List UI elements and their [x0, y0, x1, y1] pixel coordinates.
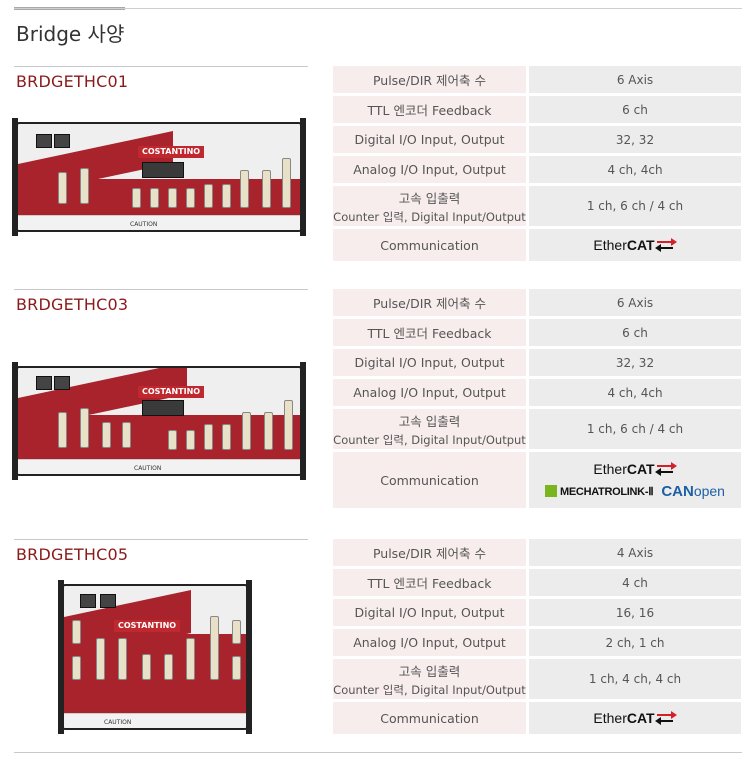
spec-row: TTL 엔코더 Feedback 4 ch [333, 569, 741, 596]
spec-label-main: 고속 입출력 [398, 663, 461, 679]
spec-label: Analog I/O Input, Output [333, 156, 526, 183]
spec-row: 고속 입출력 Counter 입력, Digital Input/Output … [333, 659, 741, 699]
device-brand-label: COSTANTINO [114, 620, 181, 632]
spec-table-brdgethc01: Pulse/DIR 제어축 수 6 Axis TTL 엔코더 Feedback … [333, 66, 741, 264]
spec-value: 6 ch [529, 319, 741, 346]
spec-value: 32, 32 [529, 349, 741, 376]
spec-row: Pulse/DIR 제어축 수 6 Axis [333, 289, 741, 316]
title-rule [14, 8, 742, 9]
spec-row: Digital I/O Input, Output 32, 32 [333, 349, 741, 376]
spec-table-brdgethc03: Pulse/DIR 제어축 수 6 Axis TTL 엔코더 Feedback … [333, 289, 741, 511]
mechatrolink-logo: MECHATROLINK-Ⅱ [545, 485, 654, 498]
spec-row: 고속 입출력 Counter 입력, Digital Input/Output … [333, 186, 741, 226]
spec-label: Analog I/O Input, Output [333, 379, 526, 406]
device-brand-label: COSTANTINO [138, 386, 205, 398]
spec-label: TTL 엔코더 Feedback [333, 569, 526, 596]
spec-row: Analog I/O Input, Output 4 ch, 4ch [333, 379, 741, 406]
spec-label: Digital I/O Input, Output [333, 599, 526, 626]
spec-value: 16, 16 [529, 599, 741, 626]
spec-label: Pulse/DIR 제어축 수 [333, 539, 526, 566]
spec-row: Analog I/O Input, Output 2 ch, 1 ch [333, 629, 741, 656]
spec-value: 32, 32 [529, 126, 741, 153]
spec-label: Pulse/DIR 제어축 수 [333, 66, 526, 93]
product-image-brdgethc03: COSTANTINO CAUTION [12, 362, 306, 480]
ethercat-arrows-icon [654, 238, 677, 252]
section-rule [14, 539, 308, 540]
device-caution-label: CAUTION [130, 221, 158, 228]
spec-value: 1 ch, 6 ch / 4 ch [529, 409, 741, 449]
page-title: Bridge 사양 [16, 22, 125, 46]
spec-row: TTL 엔코더 Feedback 6 ch [333, 319, 741, 346]
mechatrolink-icon [545, 485, 558, 497]
spec-value: 4 ch, 4ch [529, 156, 741, 183]
spec-value: 6 Axis [529, 66, 741, 93]
spec-value: 2 ch, 1 ch [529, 629, 741, 656]
spec-label: 고속 입출력 Counter 입력, Digital Input/Output [333, 409, 526, 449]
spec-row: TTL 엔코더 Feedback 6 ch [333, 96, 741, 123]
spec-label: Analog I/O Input, Output [333, 629, 526, 656]
spec-label-sub: Counter 입력, Digital Input/Output [333, 209, 526, 224]
spec-row: Pulse/DIR 제어축 수 4 Axis [333, 539, 741, 566]
spec-value: 4 ch [529, 569, 741, 596]
spec-label: TTL 엔코더 Feedback [333, 319, 526, 346]
spec-value: 6 Axis [529, 289, 741, 316]
bottom-rule [14, 752, 742, 753]
spec-row: Digital I/O Input, Output 32, 32 [333, 126, 741, 153]
spec-label: Communication [333, 452, 526, 508]
spec-label-main: 고속 입출력 [398, 190, 461, 206]
spec-label: TTL 엔코더 Feedback [333, 96, 526, 123]
spec-value: 1 ch, 6 ch / 4 ch [529, 186, 741, 226]
spec-label-sub: Counter 입력, Digital Input/Output [333, 432, 526, 447]
spec-value: 6 ch [529, 96, 741, 123]
device-caution-label: CAUTION [104, 719, 132, 726]
spec-label-main: 고속 입출력 [398, 413, 461, 429]
spec-label: 고속 입출력 Counter 입력, Digital Input/Output [333, 659, 526, 699]
spec-label: Communication [333, 229, 526, 261]
product-image-brdgethc01: COSTANTINO CAUTION [12, 118, 306, 236]
spec-row: 고속 입출력 Counter 입력, Digital Input/Output … [333, 409, 741, 449]
spec-label: Pulse/DIR 제어축 수 [333, 289, 526, 316]
ethercat-arrows-icon [654, 461, 677, 476]
spec-value: 4 Axis [529, 539, 741, 566]
spec-label: Digital I/O Input, Output [333, 349, 526, 376]
spec-row: Analog I/O Input, Output 4 ch, 4ch [333, 156, 741, 183]
section-rule [14, 66, 308, 67]
canopen-logo: CANopen [661, 482, 725, 500]
model-title: BRDGETHC01 [16, 72, 129, 91]
product-image-brdgethc05: COSTANTINO CAUTION [58, 580, 252, 734]
spec-value: 4 ch, 4ch [529, 379, 741, 406]
spec-value: 1 ch, 4 ch, 4 ch [529, 659, 741, 699]
spec-row: Pulse/DIR 제어축 수 6 Axis [333, 66, 741, 93]
spec-label: 고속 입출력 Counter 입력, Digital Input/Output [333, 186, 526, 226]
section-rule [14, 289, 308, 290]
device-brand-label: COSTANTINO [138, 146, 205, 158]
model-title: BRDGETHC03 [16, 295, 129, 314]
model-title: BRDGETHC05 [16, 545, 129, 564]
spec-row: Digital I/O Input, Output 16, 16 [333, 599, 741, 626]
ethercat-arrows-icon [654, 711, 677, 725]
spec-label: Communication [333, 702, 526, 734]
device-caution-label: CAUTION [134, 465, 162, 472]
spec-label-sub: Counter 입력, Digital Input/Output [333, 682, 526, 697]
spec-label: Digital I/O Input, Output [333, 126, 526, 153]
spec-table-brdgethc05: Pulse/DIR 제어축 수 4 Axis TTL 엔코더 Feedback … [333, 539, 741, 737]
